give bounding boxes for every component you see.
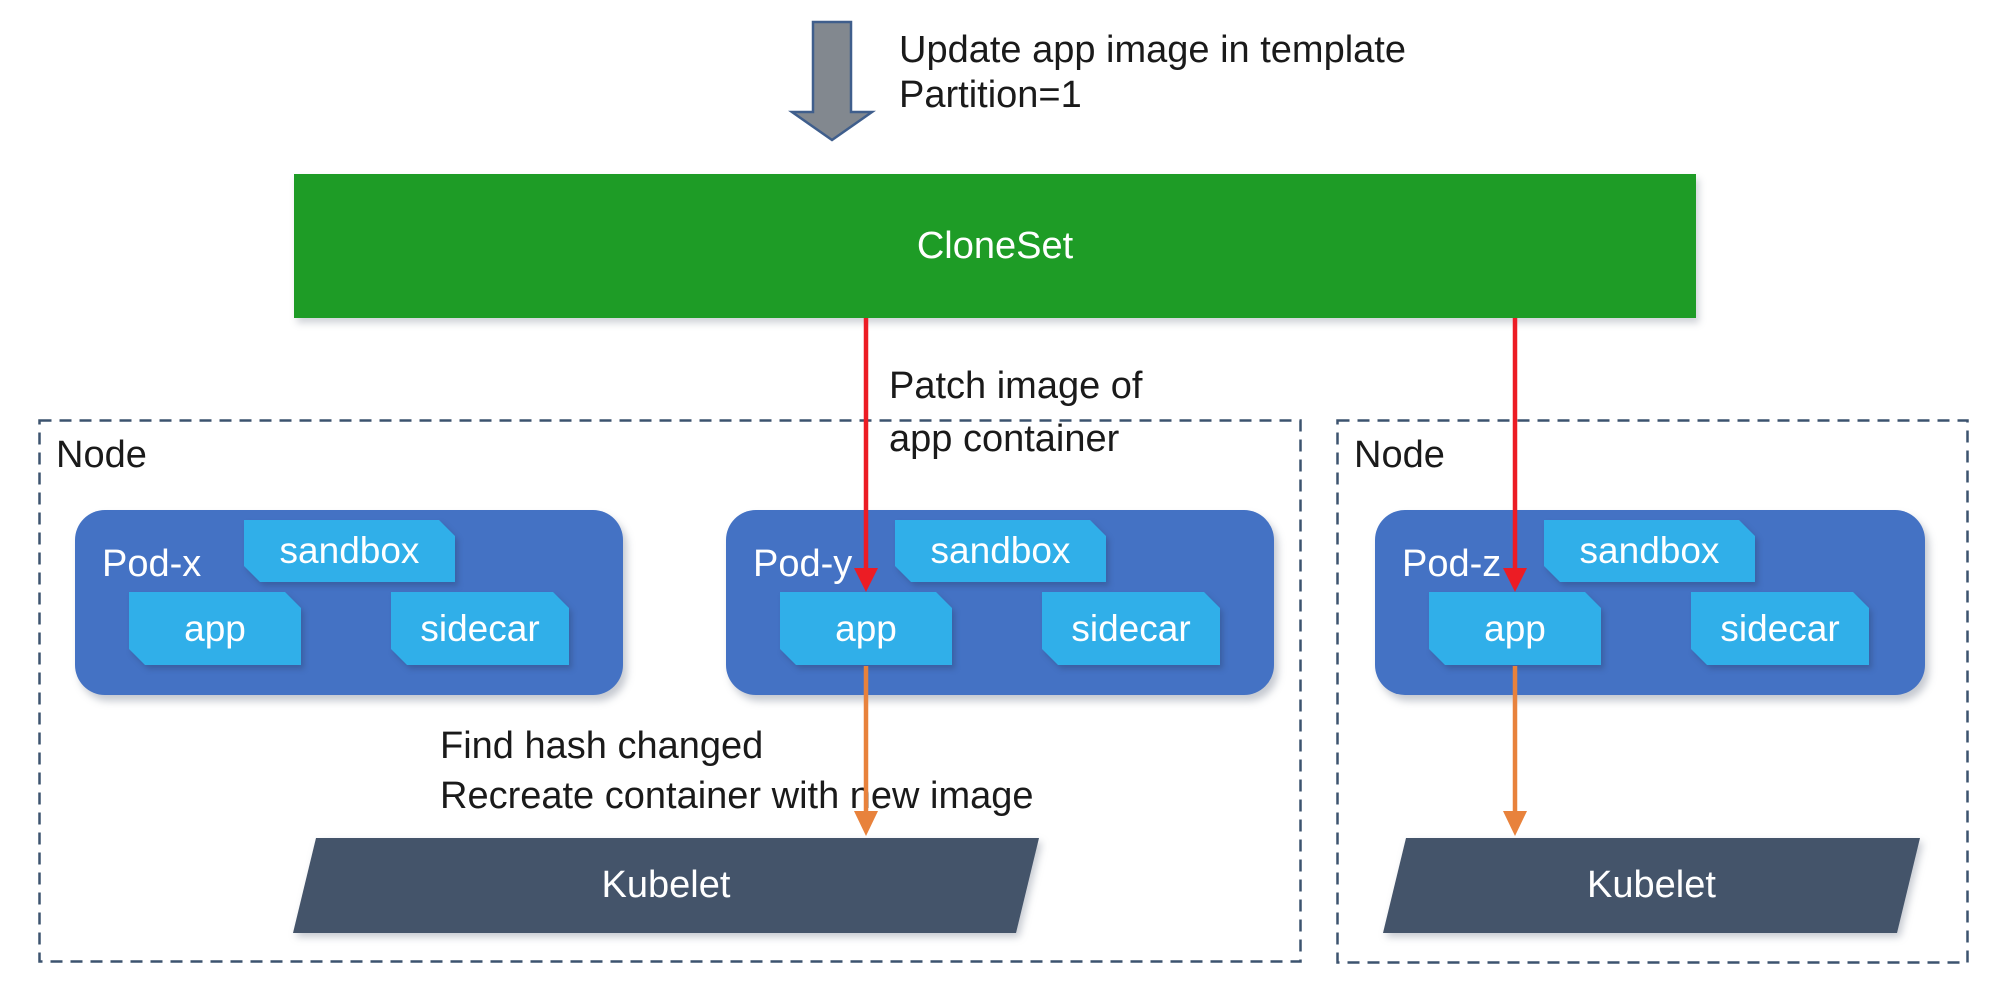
pod-x-sidecar-container: sidecar [391, 592, 569, 665]
pod-x-label: Pod-x [102, 543, 202, 585]
update-note: Update app image in template Partition=1 [899, 28, 1406, 118]
node-left-dashed-border [38, 419, 1302, 963]
kubelet-right: Kubelet [1383, 838, 1920, 933]
pod-x-sidecar-label: sidecar [391, 592, 569, 665]
cloneset-label: CloneSet [916, 224, 1074, 267]
kubelet-left: Kubelet [293, 838, 1039, 933]
cloneset-bar: CloneSet [294, 174, 1696, 318]
pod-y-sandbox-container: sandbox [895, 520, 1106, 582]
update-arrow-icon [788, 20, 876, 142]
pod-y-sidecar-container: sidecar [1042, 592, 1220, 665]
pod-x-app-container: app [129, 592, 301, 665]
pod-z-sandbox-label: sandbox [1544, 520, 1755, 582]
node-right-label: Node [1354, 434, 1445, 476]
node-left: Node [38, 419, 1302, 963]
pod-z-label: Pod-z [1402, 543, 1502, 585]
pod-y-app-label: app [780, 592, 952, 665]
node-right: Node [1336, 419, 1969, 964]
node-right-dashed-border [1336, 419, 1969, 964]
pod-y-label: Pod-y [753, 543, 853, 585]
pod-x-sandbox-container: sandbox [244, 520, 455, 582]
pod-y-app-container: app [780, 592, 952, 665]
patch-note-line2: app container [889, 418, 1120, 460]
kubelet-note: Find hash changed Recreate container wit… [440, 721, 1034, 821]
pod-z-sidecar-label: sidecar [1691, 592, 1869, 665]
kubelet-note-line1: Find hash changed [440, 725, 764, 767]
patch-note-line1: Patch image of [889, 365, 1143, 407]
pod-z-app-container: app [1429, 592, 1601, 665]
update-note-line2: Partition=1 [899, 74, 1082, 116]
pod-y-sidecar-label: sidecar [1042, 592, 1220, 665]
update-note-line1: Update app image in template [899, 29, 1406, 71]
kubelet-right-label: Kubelet [1383, 838, 1920, 933]
patch-note: Patch image of app container [889, 360, 1142, 466]
pod-z-sandbox-container: sandbox [1544, 520, 1755, 582]
pod-y: Pod-y sandbox app sidecar [726, 510, 1274, 695]
pod-x-app-label: app [129, 592, 301, 665]
pod-z-app-label: app [1429, 592, 1601, 665]
kubelet-left-label: Kubelet [293, 838, 1039, 933]
pod-z-sidecar-container: sidecar [1691, 592, 1869, 665]
pod-x-sandbox-label: sandbox [244, 520, 455, 582]
kubelet-note-line2: Recreate container with new image [440, 775, 1034, 817]
pod-z: Pod-z sandbox app sidecar [1375, 510, 1925, 695]
node-left-label: Node [56, 434, 147, 476]
pod-x: Pod-x sandbox app sidecar [75, 510, 623, 695]
pod-y-sandbox-label: sandbox [895, 520, 1106, 582]
